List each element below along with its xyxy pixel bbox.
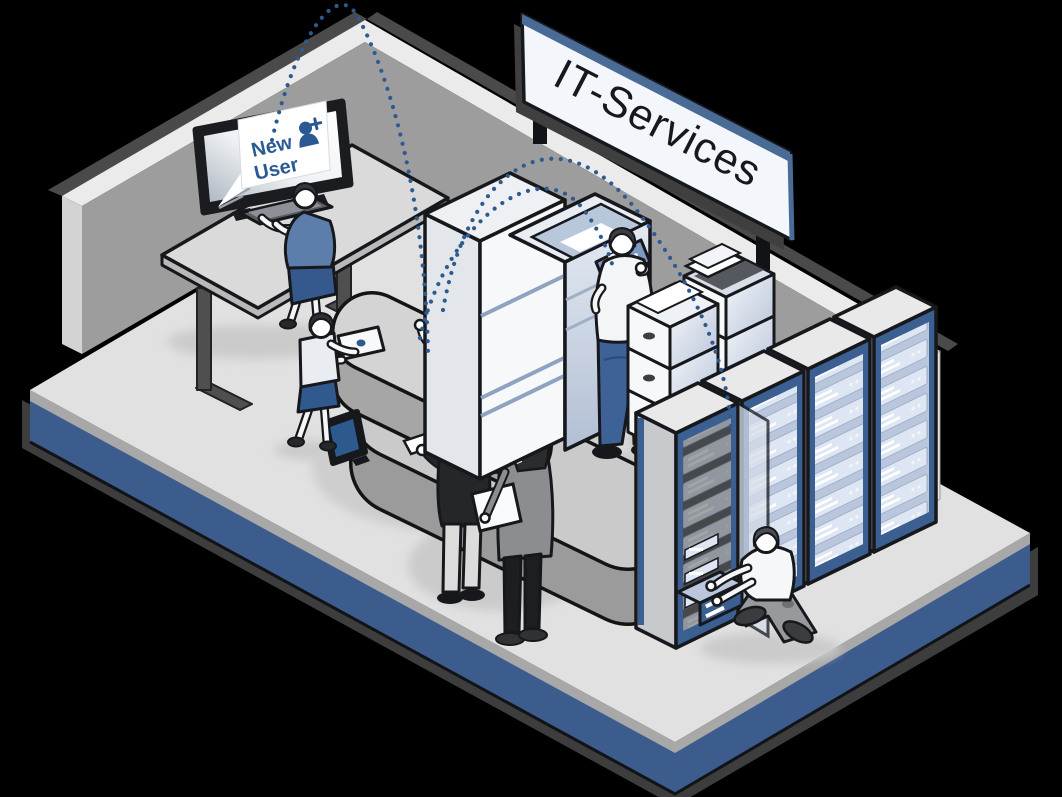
hand <box>479 512 491 524</box>
shoe <box>437 592 463 604</box>
add-user-icon <box>299 117 323 148</box>
shoe <box>733 605 767 627</box>
floor-monitor <box>322 409 370 466</box>
hand <box>705 580 717 592</box>
arc-reception-to-servers <box>440 156 734 429</box>
floor-monitor-screen <box>330 419 359 457</box>
pants <box>441 522 463 594</box>
pants <box>502 554 523 635</box>
pants <box>523 552 543 631</box>
hair <box>608 226 637 248</box>
shoe <box>287 436 305 448</box>
sign-top-edge <box>522 14 790 162</box>
data-flow-arcs <box>269 2 734 429</box>
platform-blue-fascia <box>30 390 1030 794</box>
sign-right-edge <box>787 153 795 241</box>
person-at-desk <box>257 181 338 330</box>
laptop-logo-dot <box>356 339 366 347</box>
shoe <box>518 628 548 642</box>
rack-3 <box>766 317 872 586</box>
pants <box>461 522 483 590</box>
shoe <box>279 318 297 330</box>
torso <box>283 210 337 270</box>
hair <box>308 311 335 332</box>
floor-monitor-stand <box>352 455 370 466</box>
shoe <box>459 589 485 601</box>
technician-kneeling <box>705 525 818 644</box>
printer-tower-side <box>423 212 482 481</box>
shirt <box>739 545 796 602</box>
left-wall-endcap <box>62 196 82 354</box>
hair <box>752 525 780 548</box>
hand <box>634 261 648 275</box>
arc-reception-to-printer <box>417 186 616 341</box>
shoe <box>319 440 337 452</box>
printer-stripes <box>480 274 565 418</box>
left-wall-outer-shadow <box>48 12 367 196</box>
arc-new-user-to-reception <box>269 2 431 355</box>
paper-on-scanner <box>560 223 621 252</box>
shoe <box>592 445 622 459</box>
platform-outline-bottom <box>29 440 1031 796</box>
hand <box>711 595 723 607</box>
person-with-laptop <box>287 311 360 452</box>
visitor-with-tablet <box>470 419 555 646</box>
hair <box>292 181 319 203</box>
loose-sheet <box>633 279 705 315</box>
shoe <box>782 620 814 644</box>
new-user-callout: New User <box>218 100 331 210</box>
open-box-interior <box>694 256 764 290</box>
